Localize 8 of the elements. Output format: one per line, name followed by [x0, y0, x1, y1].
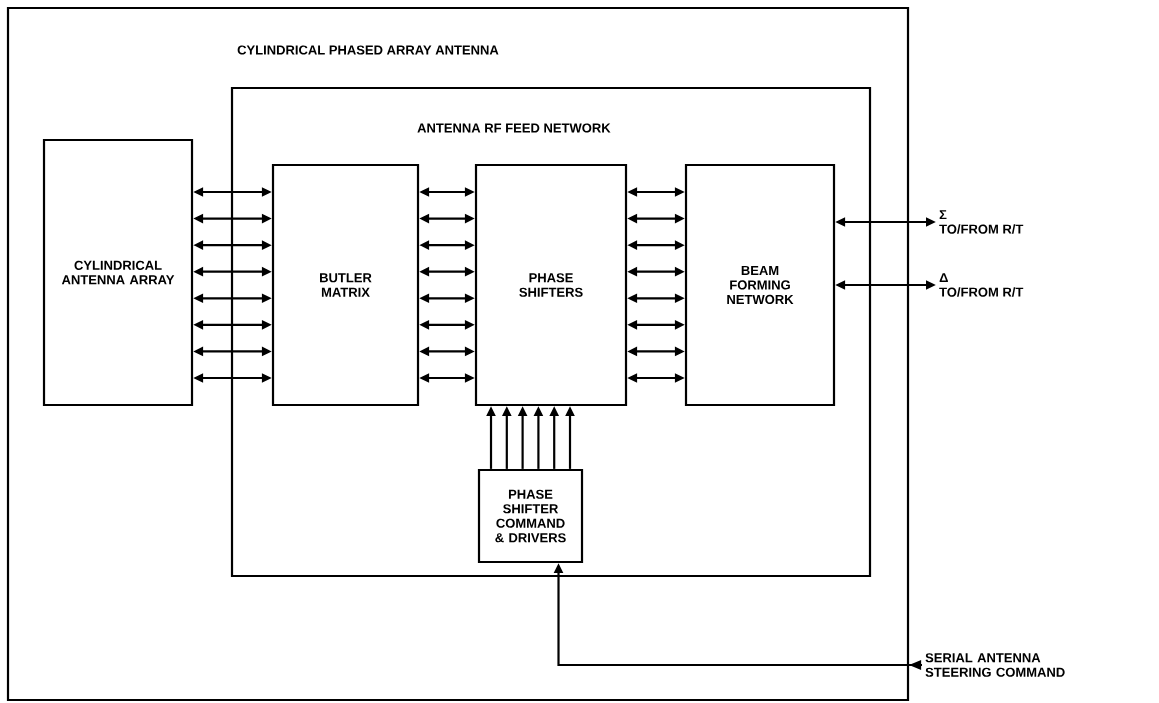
block-box: PHASE SHIFTERS	[474, 163, 628, 407]
signal-label: Δ TO/FROM R/T	[939, 273, 1024, 297]
block-box: CYLINDRICAL ANTENNA ARRAY	[42, 138, 194, 407]
block-box: PHASE SHIFTER COMMAND & DRIVERS	[477, 468, 584, 564]
signal-label: Σ TO/FROM R/T	[939, 210, 1024, 234]
signal-label: SERIAL ANTENNA STEERING COMMAND	[925, 653, 1065, 677]
block-box: BEAM FORMING NETWORK	[684, 163, 836, 407]
block-box: BUTLER MATRIX	[271, 163, 420, 407]
